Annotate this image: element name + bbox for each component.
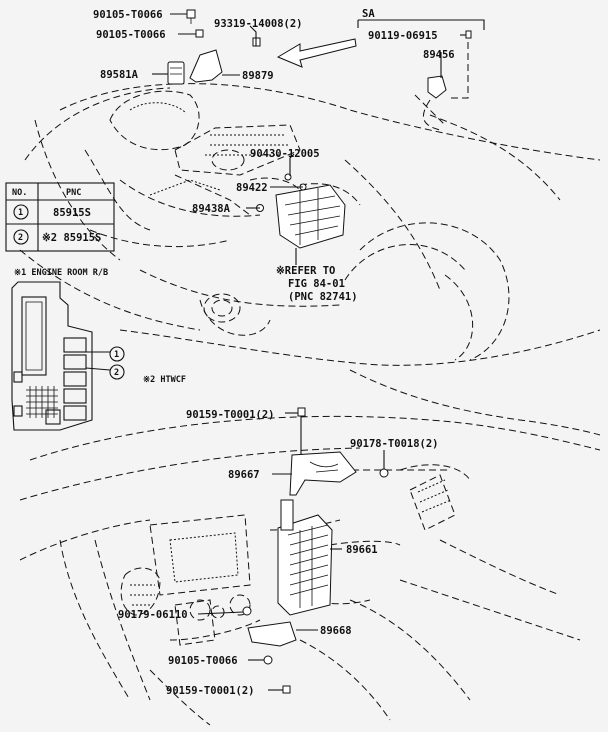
callout-90159-t0001: 90159-T0001(2) <box>186 409 275 421</box>
engine-bay-illustration <box>19 83 601 366</box>
dashboard-parts <box>242 407 389 694</box>
callout-89661: 89661 <box>346 544 378 556</box>
callout-pnc-82741: (PNC 82741) <box>288 291 358 303</box>
dashboard-illustration <box>19 369 601 726</box>
callout-90105-t0066-c: 90105-T0066 <box>168 655 238 667</box>
callout-90430-12005: 90430-12005 <box>250 148 320 160</box>
callout-90159-t0001-b: 90159-T0001(2) <box>166 685 255 697</box>
connector-block <box>280 499 294 531</box>
callout-refer-to: ※REFER TO <box>276 265 335 277</box>
control-module-89661 <box>277 514 333 616</box>
inset-marker: 2 <box>114 368 119 378</box>
part-89581a <box>167 61 185 85</box>
inset-marker: 1 <box>114 350 119 360</box>
callout-90178-t0018: 90178-T0018(2) <box>350 438 439 450</box>
bolt-icon <box>297 407 306 417</box>
callout-93319-14008: 93319-14008(2) <box>214 18 303 30</box>
pnc-table: NO. PNC 1 85915S 2 ※2 85915S <box>5 182 115 252</box>
callout-89879: 89879 <box>242 70 274 82</box>
screw-icon <box>465 30 472 39</box>
bolt-icon <box>195 29 204 38</box>
nut-icon <box>379 468 389 478</box>
bolt-icon <box>263 655 273 665</box>
table-row-pnc: 85915S <box>53 207 91 219</box>
leader-lines-top <box>152 13 466 265</box>
bracket-89667 <box>289 451 357 496</box>
bracket-89668 <box>247 621 297 647</box>
callout-89456: 89456 <box>423 49 455 61</box>
bolt-icon <box>186 9 196 24</box>
leader-lines-bottom <box>197 412 385 691</box>
table-header-no: NO. <box>12 188 27 198</box>
bracket-89879 <box>189 49 223 83</box>
callout-89438a: 89438A <box>192 203 231 215</box>
callout-90105-t0066-b: 90105-T0066 <box>96 29 166 41</box>
table-row-pnc: ※2 85915S <box>42 232 101 244</box>
callout-90179-06110: 90179-06110 <box>118 609 188 621</box>
sensor-89456 <box>427 75 447 99</box>
callout-sa: SA <box>362 8 375 20</box>
callout-90105-t0066: 90105-T0066 <box>93 9 163 21</box>
screw-icon <box>242 606 252 616</box>
control-unit-box <box>275 184 346 249</box>
callout-89581a: 89581A <box>100 69 139 81</box>
table-header-pnc: PNC <box>66 188 81 198</box>
bolt-icon <box>282 685 291 694</box>
callout-89668: 89668 <box>320 625 352 637</box>
note-htwcf: ※2 HTWCF <box>143 375 186 385</box>
callout-90119-06915: 90119-06915 <box>368 30 438 42</box>
callout-89422: 89422 <box>236 182 268 194</box>
direction-arrow-icon <box>276 38 357 68</box>
sa-reference <box>276 19 485 131</box>
callout-89667: 89667 <box>228 469 260 481</box>
table-row-no: 1 <box>18 208 23 218</box>
table-row-no: 2 <box>18 233 23 243</box>
note-engine-room: ※1 ENGINE ROOM R/B <box>14 268 108 278</box>
engine-bay-parts <box>167 9 472 249</box>
callout-fig-84-01: FIG 84-01 <box>288 278 345 290</box>
relay-box-inset: 1 2 <box>11 281 125 431</box>
